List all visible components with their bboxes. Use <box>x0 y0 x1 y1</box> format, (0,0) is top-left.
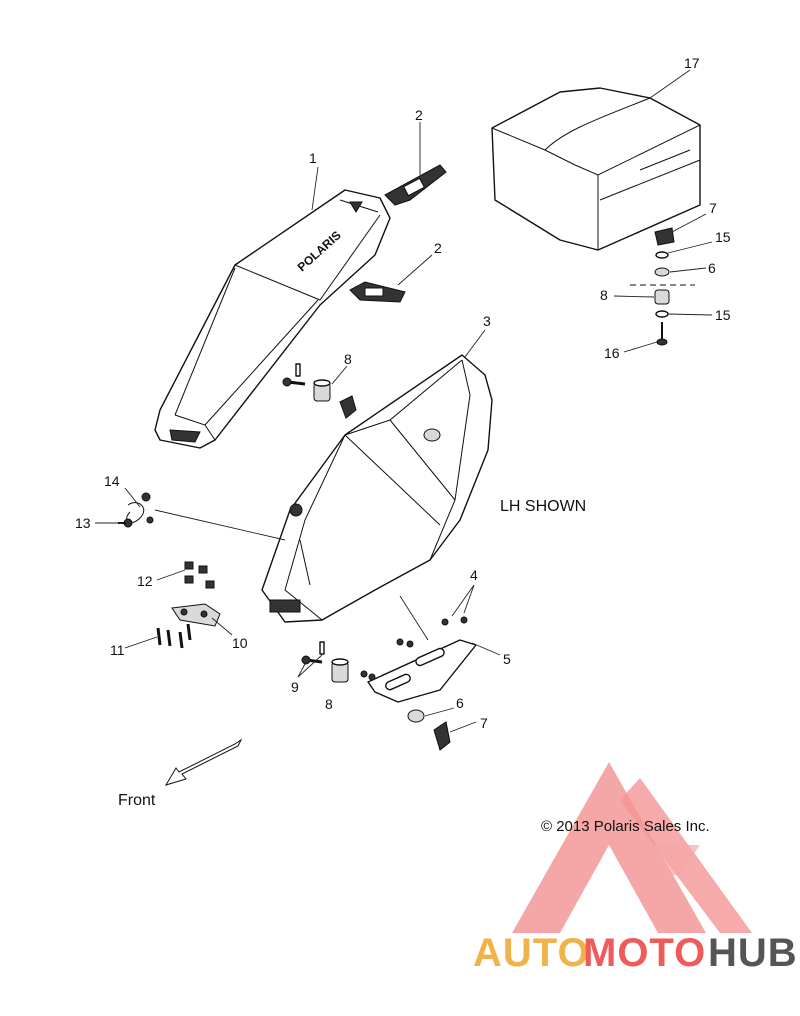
part-8-spacer-right <box>654 289 670 305</box>
callout-4: 4 <box>470 567 478 583</box>
callout-17: 17 <box>684 55 700 71</box>
callout-11: 11 <box>110 642 125 658</box>
front-arrow <box>164 738 243 786</box>
part-1-seat: POLARIS <box>154 189 391 449</box>
copyright-text: © 2013 Polaris Sales Inc. <box>541 818 710 835</box>
part-2-latch-lower <box>349 281 406 303</box>
part-7-clip-upper <box>339 395 357 419</box>
watermark-hub: HUB <box>708 931 798 975</box>
part-7-clip-right <box>654 227 675 246</box>
callout-15b: 15 <box>715 307 731 323</box>
part-14-clip <box>126 492 154 524</box>
watermark-logo <box>512 762 752 933</box>
watermark-moto: MOTO <box>583 931 706 975</box>
part-9-bolt-upper <box>282 363 306 387</box>
part-15-washer-upper <box>655 251 669 259</box>
callout-12: 12 <box>137 573 153 589</box>
callout-8a: 8 <box>344 351 352 367</box>
part-7-clip-lower <box>433 721 451 751</box>
part-16-pin <box>656 322 668 346</box>
callout-2b: 2 <box>434 240 442 256</box>
part-4-screws <box>360 616 468 681</box>
callout-1: 1 <box>309 150 317 166</box>
leader-lines <box>95 69 713 733</box>
part-5-plate <box>367 639 477 703</box>
callout-6b: 6 <box>456 695 464 711</box>
part-15-washer-lower <box>655 310 669 318</box>
callout-numbers: 1 2 2 3 4 5 6 6 7 7 8 8 8 9 10 11 12 13 … <box>75 55 731 731</box>
part-2-latch-upper <box>384 164 447 206</box>
part-9-bolt-lower <box>301 641 325 665</box>
callout-8c: 8 <box>325 696 333 712</box>
part-17-bag <box>491 87 701 251</box>
view-note: LH SHOWN <box>500 498 586 515</box>
part-10-bracket <box>171 603 221 627</box>
part-11-bolts <box>156 623 192 649</box>
callout-8b: 8 <box>600 287 608 303</box>
part-12-nuts <box>184 561 215 589</box>
callout-3: 3 <box>483 313 491 329</box>
callout-9: 9 <box>291 679 299 695</box>
callout-2a: 2 <box>415 107 423 123</box>
watermark-auto: AUTO <box>473 931 590 975</box>
part-6-grommet-lower <box>407 709 425 723</box>
part-6-grommet-right <box>630 267 695 286</box>
callout-15a: 15 <box>715 229 731 245</box>
callout-13: 13 <box>75 515 91 531</box>
callout-7a: 7 <box>709 200 717 216</box>
callout-16: 16 <box>604 345 620 361</box>
part-8-spacer-upper <box>313 379 331 402</box>
callout-14: 14 <box>104 473 120 489</box>
callout-10: 10 <box>232 635 248 651</box>
part-3-saddlebag <box>261 354 493 623</box>
front-label: Front <box>118 792 156 809</box>
callout-7b: 7 <box>480 715 488 731</box>
part-8-spacer-lower <box>331 658 349 683</box>
callout-5: 5 <box>503 651 511 667</box>
callout-6a: 6 <box>708 260 716 276</box>
